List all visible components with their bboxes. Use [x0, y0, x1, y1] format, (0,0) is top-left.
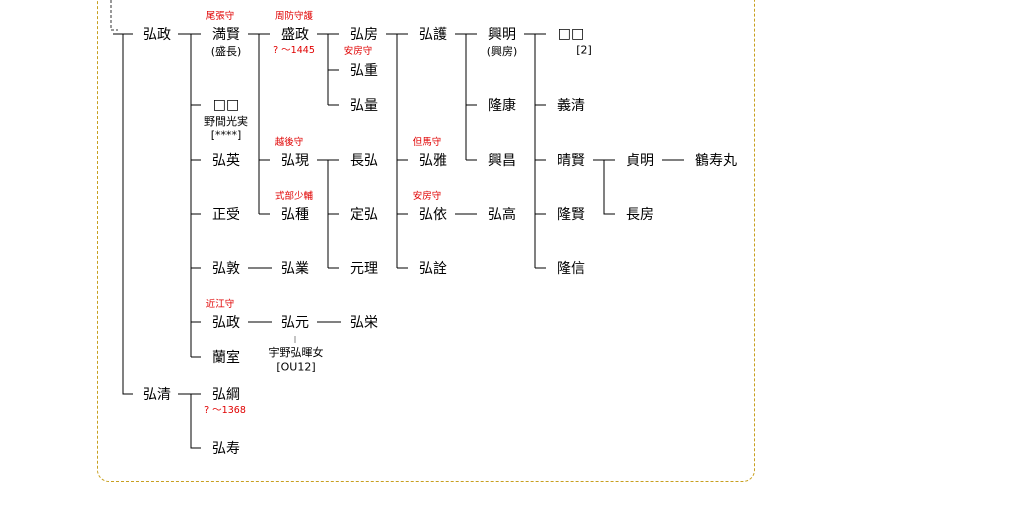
title-label: 近江守	[205, 299, 235, 310]
person-harukata: 晴賢	[557, 153, 585, 169]
person-nagafusa: 長房	[626, 207, 654, 223]
reference: [2]	[576, 43, 592, 57]
person-hiromasa-2: 弘政	[212, 315, 240, 331]
person-morimasa: 盛政	[281, 27, 309, 43]
person-sadaaki: 貞明	[626, 153, 654, 169]
title-label: 安房守	[412, 191, 442, 202]
title-label: 安房守	[343, 46, 373, 57]
reference: [****]	[210, 128, 242, 142]
person-hirotsuna: 弘綱	[212, 387, 240, 403]
person-nagahiro: 長弘	[350, 153, 378, 169]
person-okiaki: 興明	[488, 27, 516, 43]
person-unknown: □□	[212, 97, 240, 113]
person-hirohisa: 弘寿	[212, 441, 240, 457]
person-hirogyo: 弘業	[281, 261, 309, 277]
title-label: 尾張守	[205, 11, 235, 22]
person-hirotane: 弘種	[281, 207, 309, 223]
person-sadahiro: 定弘	[350, 207, 378, 223]
person-tsurujumaru: 鶴寿丸	[695, 153, 737, 169]
person-hiromori: 弘護	[419, 27, 447, 43]
alt-name: 野間光実	[204, 115, 248, 128]
person-genri: 元理	[350, 261, 378, 277]
person-hiroatsu: 弘敦	[212, 261, 240, 277]
person-takakata: 隆賢	[557, 207, 585, 223]
alt-name: (盛長)	[210, 45, 242, 58]
spouse-name: 宇野弘暉女	[268, 346, 324, 359]
reference: [OU12]	[276, 360, 316, 374]
person-hiroyori: 弘依	[419, 207, 447, 223]
dates-label: ? ～1445	[273, 45, 315, 56]
person-hiromasa: 弘政	[143, 27, 171, 43]
person-yoshikiyo: 義清	[557, 98, 585, 114]
person-hirokiyo: 弘清	[143, 387, 171, 403]
person-hirohide: 弘英	[212, 153, 240, 169]
title-label: 越後守	[274, 137, 304, 148]
person-hiroaki: 弘現	[281, 153, 309, 169]
person-okimasa: 興昌	[488, 153, 516, 169]
alt-name: (興房)	[486, 45, 518, 58]
title-label: 但馬守	[412, 137, 442, 148]
person-hiroaki-2: 弘詮	[419, 261, 447, 277]
person-shoju: 正受	[212, 207, 240, 223]
person-hirokazu: 弘量	[350, 98, 378, 114]
title-label: 式部少輔	[274, 191, 314, 202]
person-hirotaka: 弘高	[488, 207, 516, 223]
person-mitsukata: 満賢	[212, 27, 240, 43]
dates-label: ? ～1368	[204, 405, 246, 416]
person-ranshitsu: 蘭室	[212, 350, 240, 366]
person-hiroei: 弘栄	[350, 315, 378, 331]
person-unknown-2: □□	[557, 26, 585, 42]
title-label: 周防守護	[274, 11, 314, 22]
person-hiroshige: 弘重	[350, 63, 378, 79]
person-hirofusa: 弘房	[350, 27, 378, 43]
person-takanobu: 隆信	[557, 261, 585, 277]
person-takayasu: 隆康	[488, 98, 516, 114]
person-hiromoto: 弘元	[281, 315, 309, 331]
family-border	[97, 0, 755, 482]
person-hiromasa-3: 弘雅	[419, 153, 447, 169]
